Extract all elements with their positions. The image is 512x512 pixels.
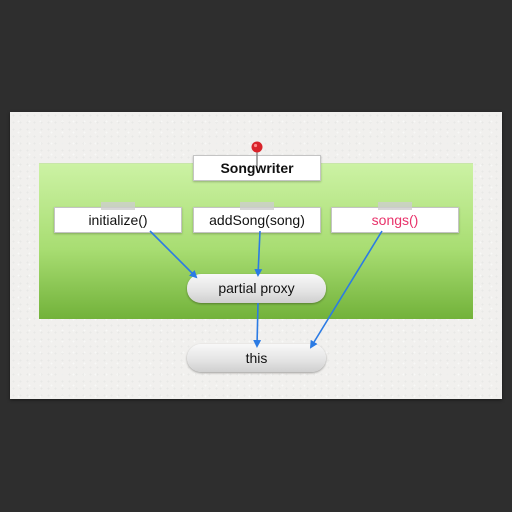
partial-proxy-node: partial proxy — [187, 274, 326, 303]
tape-strip — [101, 202, 135, 210]
tape-strip — [240, 202, 274, 210]
method-label: initialize() — [88, 212, 148, 228]
method-add-song: addSong(song) — [193, 202, 321, 233]
tape-strip — [378, 202, 412, 210]
this-label: this — [245, 350, 268, 366]
method-initialize: initialize() — [54, 202, 182, 233]
method-songs: songs() — [331, 202, 459, 233]
method-label: addSong(song) — [209, 212, 305, 228]
this-node: this — [187, 344, 326, 372]
class-title-text: Songwriter — [220, 160, 294, 176]
method-label: songs() — [371, 212, 419, 228]
partial-proxy-label: partial proxy — [218, 280, 295, 296]
push-pin-icon — [251, 141, 263, 166]
